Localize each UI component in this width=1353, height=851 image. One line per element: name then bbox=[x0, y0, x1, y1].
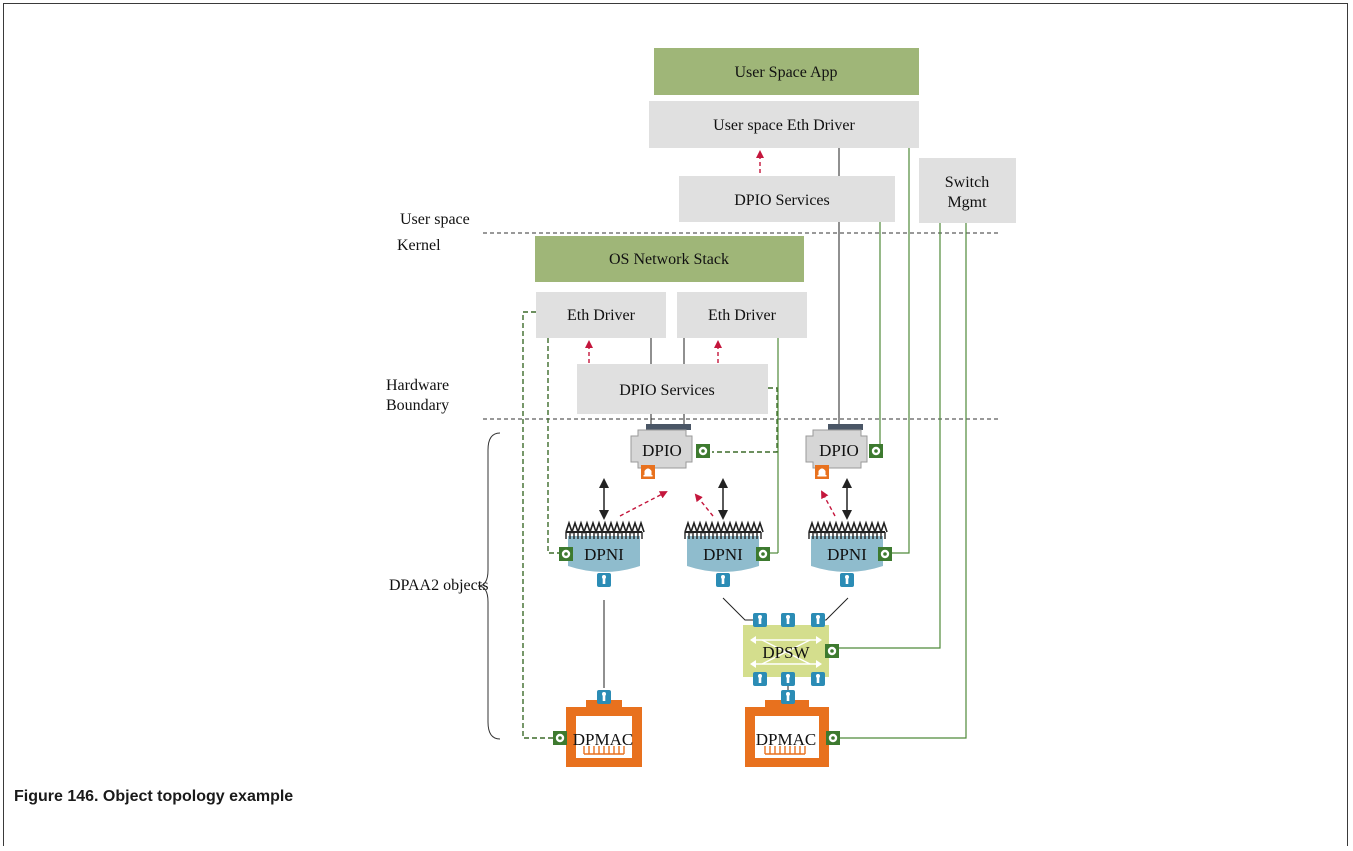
switch-mgmt-box bbox=[919, 158, 1016, 223]
figure-caption: Figure 146. Object topology example bbox=[14, 788, 294, 805]
dpni-1-object bbox=[565, 522, 645, 572]
dpsw-port-bottom-3-icon bbox=[811, 672, 825, 686]
os-network-stack-box bbox=[535, 236, 804, 282]
dpio-services-kernel-label: DPIO Services bbox=[619, 382, 715, 399]
dpni-3-port-icon bbox=[840, 573, 854, 587]
dpsw-object bbox=[743, 625, 829, 677]
dpio-2-label: DPIO bbox=[819, 441, 859, 460]
dpio-1-gear-icon bbox=[696, 444, 710, 458]
dpmac-2-object bbox=[745, 700, 829, 767]
dpni-1-gear-icon bbox=[559, 547, 573, 561]
boundary-label: Boundary bbox=[386, 397, 449, 414]
dpni-2-object bbox=[684, 522, 764, 572]
os-network-stack-label: OS Network Stack bbox=[609, 251, 729, 268]
dpsw-port-top-3-icon bbox=[811, 613, 825, 627]
dpmac-1-object bbox=[566, 700, 642, 767]
eth-driver-2-box bbox=[677, 292, 807, 338]
figure-frame bbox=[3, 3, 1348, 846]
dpmac-1-port-icon bbox=[597, 690, 611, 704]
switch-mgmt-label-line2: Mgmt bbox=[947, 194, 987, 211]
dpio-1-label: DPIO bbox=[642, 441, 682, 460]
dpsw-port-bottom-2-icon bbox=[781, 672, 795, 686]
dpio-services-user-label: DPIO Services bbox=[734, 192, 830, 209]
data-wires bbox=[603, 148, 849, 692]
dpaa2-objects-brace bbox=[477, 432, 501, 740]
user-space-label: User space bbox=[400, 211, 470, 228]
user-space-eth-driver-box bbox=[649, 101, 919, 148]
dpmac-1-label: DPMAC bbox=[573, 730, 633, 749]
dpio-2-bell-icon bbox=[815, 465, 829, 479]
dpsw-port-bottom-1-icon bbox=[753, 672, 767, 686]
dpio-services-kernel-box bbox=[577, 364, 768, 414]
dpni-2-label: DPNI bbox=[703, 545, 743, 564]
dpni-1-notify-arrow bbox=[619, 491, 668, 517]
dpio-1-object bbox=[630, 424, 693, 469]
user-space-app-box bbox=[654, 48, 919, 95]
dpni-3-object bbox=[808, 522, 888, 572]
dpni-1-label: DPNI bbox=[584, 545, 624, 564]
user-space-app-label: User Space App bbox=[734, 64, 837, 81]
switch-mgmt-label-line1: Switch bbox=[945, 174, 989, 191]
dpmac-2-gear-icon bbox=[826, 731, 840, 745]
kernel-label: Kernel bbox=[397, 237, 441, 254]
dpio-2-object bbox=[805, 424, 868, 469]
dpmac-1-gear-icon bbox=[553, 731, 567, 745]
dpmac-2-label: DPMAC bbox=[756, 730, 816, 749]
dpio-services-user-box bbox=[679, 176, 895, 222]
dpni-2-port-icon bbox=[716, 573, 730, 587]
dpni-2-gear-icon bbox=[756, 547, 770, 561]
dashed-control-wires bbox=[522, 311, 778, 739]
dpni-2-notify-arrow bbox=[694, 493, 714, 517]
dpmac-2-port-icon bbox=[781, 690, 795, 704]
dpsw-gear-icon bbox=[825, 644, 839, 658]
dpsw-port-top-2-icon bbox=[781, 613, 795, 627]
dpio-1-bell-icon bbox=[641, 465, 655, 479]
hardware-label: Hardware bbox=[386, 377, 449, 394]
eth-driver-1-label: Eth Driver bbox=[567, 307, 636, 324]
user-space-eth-driver-label: User space Eth Driver bbox=[713, 117, 855, 134]
dpaa2-objects-label: DPAA2 objects bbox=[389, 577, 488, 594]
eth-driver-1-box bbox=[536, 292, 666, 338]
dpni-1-port-icon bbox=[597, 573, 611, 587]
dpni-3-notify-arrow bbox=[821, 490, 836, 517]
dpio-2-gear-icon bbox=[869, 444, 883, 458]
dpsw-port-top-1-icon bbox=[753, 613, 767, 627]
dpni-3-gear-icon bbox=[878, 547, 892, 561]
dpsw-label: DPSW bbox=[762, 643, 810, 662]
eth-driver-2-label: Eth Driver bbox=[708, 307, 777, 324]
dpni-3-label: DPNI bbox=[827, 545, 867, 564]
